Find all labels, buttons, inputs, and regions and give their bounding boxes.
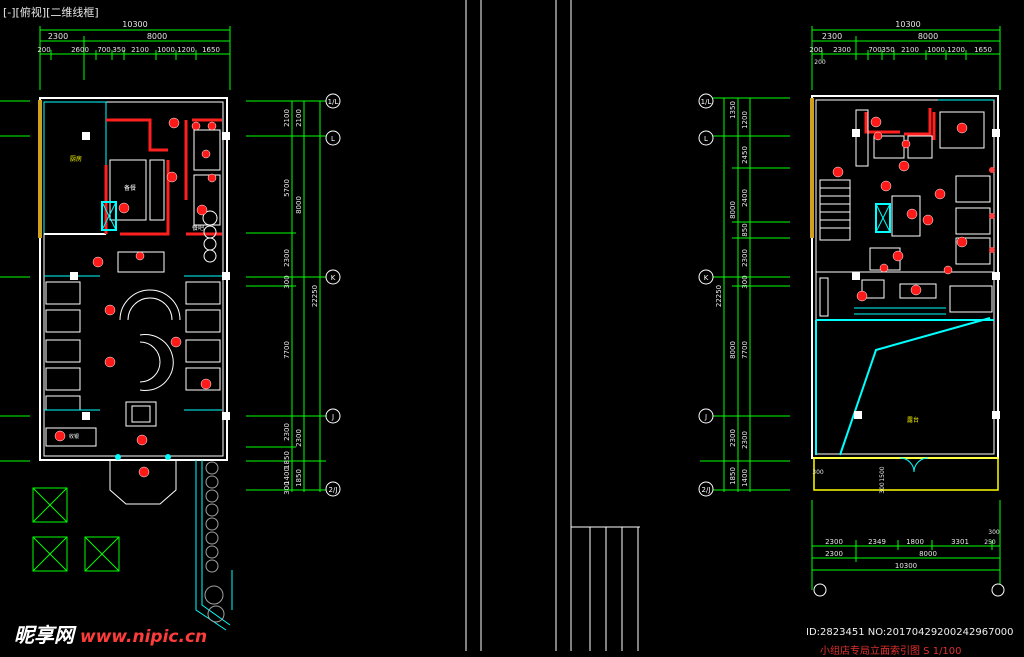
right-btotal: 10300 [895,562,917,570]
right-small-1: 1500 [879,466,886,481]
right-bdim2-1: 8000 [919,550,937,558]
right-axis-J: J [704,413,707,421]
right-bdim-4: 250 [984,539,996,546]
left-rdim2-2: 2300 [295,429,303,447]
left-detail-6: 1200 [177,46,195,54]
left-detail-4: 2100 [131,46,149,54]
right-small-0: 300 [812,469,824,476]
left-axis-K: K [331,274,336,282]
drawing-caption: 小组店专局立面索引图 S 1/100 [820,646,962,657]
right-ldim-4: 2300 [741,249,749,267]
left-axis-J: J [331,413,334,421]
right-bdim-1: 2349 [868,538,886,546]
right-ldim-3: 850 [741,223,749,236]
image-id-line: ID:2823451 NO:20170429200242967000 [806,627,1014,638]
right-bdim-small: 300 [988,529,1000,536]
room-label-kitchen: 厨房 [70,155,82,163]
left-rdim-1: 5700 [283,179,291,197]
left-detail-5: 1000 [157,46,175,54]
right-bdim-0: 2300 [825,538,843,546]
right-ldim-0: 1200 [741,111,749,129]
right-ldim-6: 7700 [741,341,749,359]
left-top-total: 10300 [122,20,147,29]
left-rdim-4: 7700 [283,341,291,359]
right-floor-plan: 10300 2300 8000 200 2300 700 350 2100 10… [698,20,1005,597]
room-label-prep: 备餐 [124,184,136,192]
viewport-label[interactable]: [-][俯视][二维线框] [3,6,99,19]
left-rdim2-3: 1850 [295,469,303,487]
right-detail-0: 200 [809,46,822,54]
right-detail-1: 2300 [833,46,851,54]
right-detail-3: 350 [881,46,894,54]
right-ldim2-2: 2300 [729,429,737,447]
right-ldim2-1b: 8000 [729,341,737,359]
left-rdim-6: 1850 [283,451,291,469]
right-ltotal: 22250 [715,285,723,307]
right-top-small: 200 [814,59,826,66]
left-rdim-3: 300 [283,275,291,288]
left-axis-L: L [331,135,335,143]
left-detail-2: 700 [97,46,110,54]
left-detail-1: 2600 [71,46,89,54]
watermark-url: www.nipic.cn [80,627,208,647]
right-ldim2-1: 8000 [729,201,737,219]
left-rdim-2: 2300 [283,249,291,267]
right-detail-7: 1650 [974,46,992,54]
right-ldim-8: 1400 [741,469,749,487]
right-bdim-3: 3301 [951,538,969,546]
left-rdim-7: 1400 [283,467,291,485]
right-bdim-2: 1800 [906,538,924,546]
right-ldim-1: 2450 [741,146,749,164]
left-detail-0: 200 [37,46,50,54]
left-detail-3: 350 [112,46,125,54]
center-guides [465,0,640,651]
room-label-bar: 餐吧 [192,224,204,232]
watermark-brand: 昵享网 [14,623,74,647]
right-small-2: 300 [879,482,886,494]
right-top-dim-2: 8000 [918,32,938,41]
right-axis-L: L [704,135,708,143]
left-top-dim-2: 8000 [147,32,167,41]
left-rdim-5: 2300 [283,423,291,441]
left-rdim-0: 2100 [283,109,291,127]
right-ldim-small: 1350 [729,101,737,119]
room-label-cashier: 收银 [69,433,79,440]
watermark: 昵享网 www.nipic.cn [14,619,207,648]
left-axis-2J: 2/J [329,486,338,494]
left-rdim2-1: 8000 [295,196,303,214]
room-label-terrace: 露台 [907,416,919,424]
left-top-dim-1: 2300 [48,32,68,41]
right-bdim2-0: 2300 [825,550,843,558]
right-axis-2J: 2/J [702,486,711,494]
right-detail-2: 700 [868,46,881,54]
right-detail-4: 2100 [901,46,919,54]
right-axis-K: K [704,274,709,282]
right-detail-5: 1000 [927,46,945,54]
right-axis-1L: 1/L [701,98,712,106]
right-ldim-5: 300 [741,275,749,288]
left-detail-7: 1650 [202,46,220,54]
left-rdim-8: 300 [283,481,291,494]
right-top-dim-1: 2300 [822,32,842,41]
left-rdim2-0: 2100 [295,109,303,127]
left-floor-plan: 10300 2300 8000 200 2600 700 350 2100 10… [0,20,341,631]
left-rtotal: 22250 [311,285,319,307]
right-ldim-2: 2400 [741,189,749,207]
right-top-total: 10300 [895,20,920,29]
right-detail-6: 1200 [947,46,965,54]
left-axis-1L: 1/L [328,98,339,106]
right-ldim2-3: 1850 [729,467,737,485]
right-ldim-7: 2300 [741,431,749,449]
